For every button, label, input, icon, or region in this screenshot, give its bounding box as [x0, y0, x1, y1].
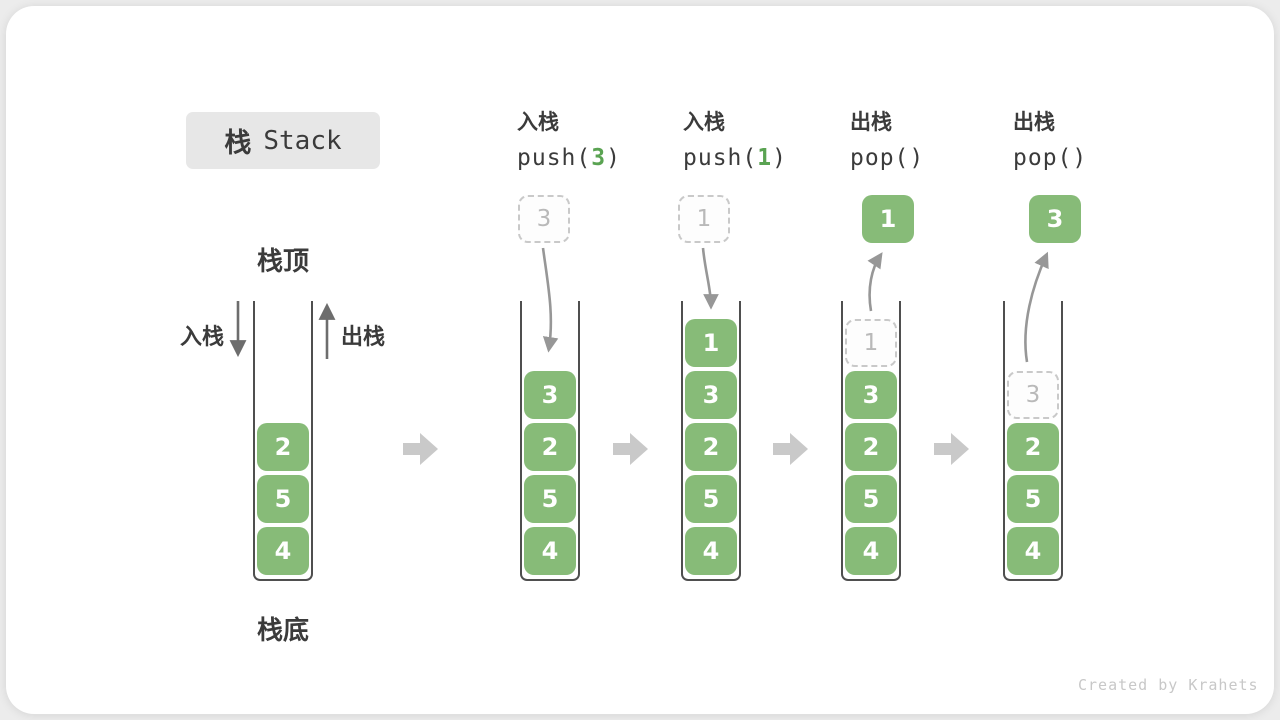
flow-arrow-1: [403, 433, 438, 465]
stack-bottom-label: 栈底: [256, 616, 309, 646]
footer-credit: Created by Krahets: [1078, 676, 1259, 694]
op-code: push(3): [517, 145, 621, 171]
push-side-label: 入栈: [179, 325, 224, 350]
stack-block-ghost: 1: [845, 319, 897, 367]
stack-block: 2: [1007, 423, 1059, 471]
floating-box-push-3: 3: [518, 195, 570, 243]
stack-block: 2: [845, 423, 897, 471]
stack-block: 3: [845, 371, 897, 419]
push-3-arrow: [541, 247, 559, 353]
op-code-prefix: pop(): [1013, 145, 1088, 171]
floating-box-push-1: 1: [678, 195, 730, 243]
stack-block: 5: [845, 475, 897, 523]
op-code-arg: 3: [591, 145, 607, 171]
stack-block: 3: [685, 371, 737, 419]
pop-3-arrow: [1024, 251, 1049, 363]
op-kind: 出栈: [1013, 110, 1055, 134]
stack-block: 4: [257, 527, 309, 575]
stack-block: 1: [685, 319, 737, 367]
title-zh: 栈: [224, 128, 252, 159]
op-code-suffix: ): [772, 145, 787, 171]
stack-top-label: 栈顶: [256, 247, 309, 277]
op-code: pop(): [1013, 145, 1087, 171]
stack-block: 4: [845, 527, 897, 575]
op-header-push-3: 入栈 push(3): [517, 106, 621, 171]
op-header-push-1: 入栈 push(1): [683, 106, 787, 171]
op-code-prefix: push(: [683, 145, 758, 171]
op-code-suffix: ): [606, 145, 621, 171]
title-en: Stack: [263, 125, 342, 156]
flow-arrow-4: [934, 433, 969, 465]
stack-block: 3: [524, 371, 576, 419]
op-code: pop(): [850, 145, 924, 171]
stack-block: 4: [524, 527, 576, 575]
flow-arrow-3: [773, 433, 808, 465]
stack-block: 2: [685, 423, 737, 471]
op-code-prefix: push(: [517, 145, 592, 171]
stack-block-ghost: 3: [1007, 371, 1059, 419]
stack-block: 5: [1007, 475, 1059, 523]
pop-side-label: 出栈: [341, 325, 386, 350]
op-header-pop-1: 出栈 pop(): [850, 106, 924, 171]
title-box: 栈 Stack: [186, 112, 380, 169]
op-header-pop-2: 出栈 pop(): [1013, 106, 1087, 171]
stack-block: 4: [685, 527, 737, 575]
op-code-arg: 1: [757, 145, 773, 171]
stack-block: 4: [1007, 527, 1059, 575]
stack-block: 5: [685, 475, 737, 523]
floating-box-popped-3: 3: [1029, 195, 1081, 243]
op-kind: 入栈: [683, 110, 725, 134]
floating-box-popped-1: 1: [862, 195, 914, 243]
stack-block: 5: [524, 475, 576, 523]
op-code: push(1): [683, 145, 787, 171]
stack-block: 2: [524, 423, 576, 471]
push-1-arrow: [701, 247, 719, 310]
stack-block: 2: [257, 423, 309, 471]
pop-1-arrow: [867, 252, 883, 312]
op-kind: 入栈: [517, 110, 559, 134]
stack-block: 5: [257, 475, 309, 523]
op-kind: 出栈: [850, 110, 892, 134]
flow-arrow-2: [613, 433, 648, 465]
op-code-prefix: pop(): [850, 145, 925, 171]
